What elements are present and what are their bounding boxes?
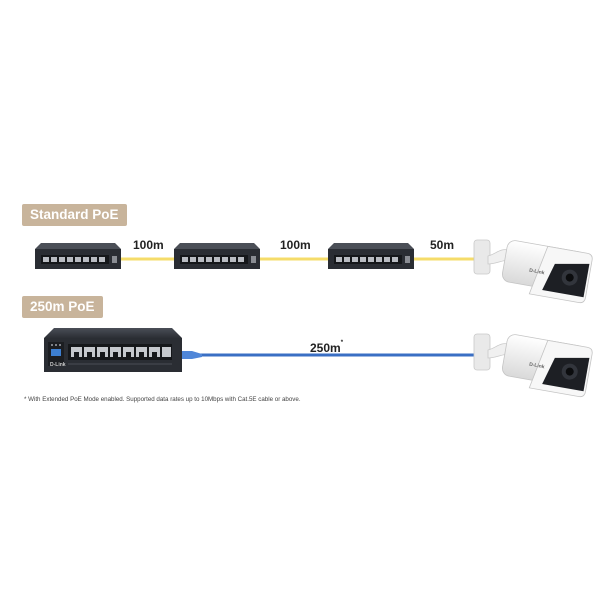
footnote: * With Extended PoE Mode enabled. Suppor…: [24, 396, 301, 403]
distance-label-3: 50m: [430, 238, 455, 252]
camera-1: [473, 239, 593, 304]
camera-2: [473, 333, 593, 398]
standard-switch-3: [328, 243, 414, 269]
standard-switch-1: [35, 243, 121, 269]
extended-switch: [44, 328, 182, 372]
distance-footnote-mark: *: [340, 340, 344, 346]
standard-switch-2: [174, 243, 260, 269]
distance-value: 250m: [310, 341, 341, 355]
switch-brand-logo: D-Link: [50, 362, 66, 368]
distance-label-1: 100m: [133, 238, 164, 252]
distance-label-extended: 250m*: [310, 340, 344, 355]
distance-label-2: 100m: [280, 238, 311, 252]
extended-poe-label: 250m PoE: [22, 296, 103, 318]
standard-poe-label: Standard PoE: [22, 204, 127, 226]
